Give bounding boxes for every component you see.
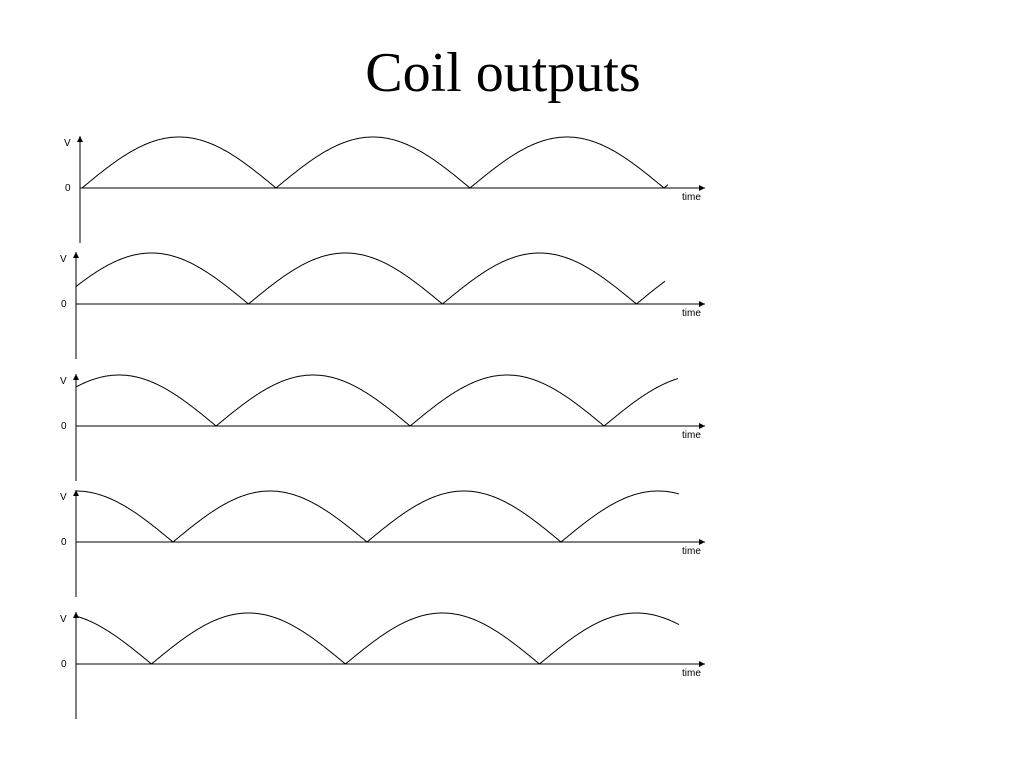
coil-plot-4: V 0 time bbox=[60, 490, 705, 597]
y-tick-label-0: 0 bbox=[65, 183, 71, 194]
x-axis-label: time bbox=[682, 668, 701, 679]
slide-title: Coil outputs bbox=[365, 42, 641, 104]
series-line-coil-5 bbox=[75, 612, 680, 665]
y-axis-arrow bbox=[73, 374, 79, 380]
coil-plot-3: V 0 time bbox=[60, 374, 705, 481]
y-axis-arrow bbox=[73, 490, 79, 496]
x-axis-label: time bbox=[682, 546, 701, 557]
series-line-coil-2 bbox=[75, 252, 666, 305]
y-tick-label-0: 0 bbox=[61, 537, 67, 548]
coil-plot-5: V 0 time bbox=[60, 612, 705, 719]
x-axis-label: time bbox=[682, 192, 701, 203]
series-line-coil-3 bbox=[75, 374, 679, 427]
y-tick-label-0: 0 bbox=[61, 421, 67, 432]
y-tick-label-0: 0 bbox=[61, 659, 67, 670]
y-axis-arrow bbox=[73, 252, 79, 258]
x-axis-label: time bbox=[682, 430, 701, 441]
x-axis-arrow bbox=[699, 301, 705, 307]
x-axis-label: time bbox=[682, 308, 701, 319]
x-axis-arrow bbox=[699, 423, 705, 429]
y-axis-label: V bbox=[60, 376, 67, 387]
coil-plot-1: V 0 time bbox=[64, 136, 705, 243]
y-axis-label: V bbox=[60, 614, 67, 625]
y-axis-arrow bbox=[77, 136, 83, 142]
coil-plot-2: V 0 time bbox=[60, 252, 705, 359]
x-axis-arrow bbox=[699, 185, 705, 191]
series-line-coil-1 bbox=[81, 136, 669, 189]
y-axis-label: V bbox=[64, 138, 71, 149]
y-axis-label: V bbox=[60, 492, 67, 503]
series-line-coil-4 bbox=[76, 490, 680, 543]
y-tick-label-0: 0 bbox=[61, 299, 67, 310]
x-axis-arrow bbox=[699, 539, 705, 545]
y-axis-label: V bbox=[60, 254, 67, 265]
x-axis-arrow bbox=[699, 661, 705, 667]
